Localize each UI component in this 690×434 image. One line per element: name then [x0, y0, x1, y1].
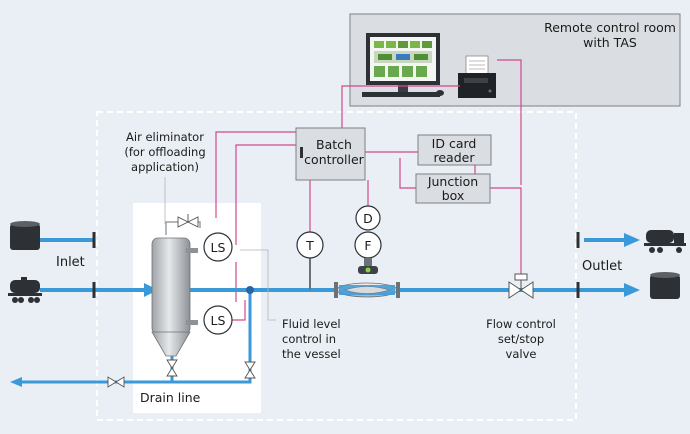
batch-controller-line2: controller	[304, 152, 364, 167]
level-switch-bottom: LS	[203, 305, 233, 335]
junction-box: Junction box	[415, 173, 491, 204]
flow-control-line2: set/stop	[498, 332, 544, 346]
site-boundary	[96, 111, 577, 421]
vent-valve-icon	[165, 214, 201, 235]
air-eliminator-line2: (for offloading	[124, 145, 205, 159]
inlet-label: Inlet	[56, 255, 85, 270]
density-sensor: D	[355, 205, 381, 231]
outlet-storage-tank-icon	[650, 272, 680, 299]
flow-control-line3: valve	[506, 347, 537, 361]
signal-lines	[215, 59, 522, 321]
junction-box-line2: box	[442, 188, 465, 203]
drain-line-label: Drain line	[140, 390, 201, 405]
level-switch-top: LS	[203, 232, 233, 262]
air-eliminator-line1: Air eliminator	[126, 130, 204, 144]
drain-valve-3-icon	[107, 376, 125, 388]
flowmeter-icon	[334, 258, 400, 298]
density-sensor-label: D	[363, 211, 373, 226]
fluid-level-line2: control in	[282, 332, 336, 346]
pipe-flanges	[92, 232, 580, 298]
remote-room-title: Remote control room	[544, 20, 676, 35]
flow-sensor-label: F	[364, 238, 371, 253]
rail-tank-car-icon	[8, 277, 42, 303]
id-card-reader: ID card reader	[417, 134, 492, 166]
fluid-level-line3: the vessel	[282, 347, 341, 361]
junction-node	[246, 286, 254, 294]
control-valve-icon	[508, 273, 534, 299]
temperature-sensor: T	[296, 231, 324, 290]
flow-sensor: F	[354, 231, 382, 259]
drain-valve-1-icon	[166, 359, 178, 377]
fluid-level-leader	[240, 249, 276, 321]
computer-monitor-icon	[362, 33, 444, 97]
junction-box-line1: Junction	[427, 174, 478, 189]
outlet-label: Outlet	[582, 259, 622, 274]
remote-control-room: Remote control room with TAS	[349, 13, 681, 107]
temperature-sensor-label: T	[305, 238, 314, 253]
level-switch-bottom-label: LS	[211, 313, 226, 328]
fluid-level-line1: Fluid level	[282, 317, 341, 331]
drain-valve-2-icon	[244, 361, 256, 379]
storage-tank-icon	[10, 221, 40, 250]
air-eliminator-line3: application)	[131, 160, 199, 174]
remote-room-subtitle: with TAS	[583, 35, 637, 50]
pipes	[10, 233, 640, 387]
id-card-reader-line1: ID card	[432, 136, 477, 151]
batch-controller-line1: Batch	[316, 137, 352, 152]
level-switch-top-label: LS	[211, 240, 226, 255]
tank-truck-icon	[644, 230, 686, 253]
printer-icon	[458, 55, 496, 98]
batch-controller: Batch controller	[295, 127, 366, 181]
id-card-reader-line2: reader	[434, 150, 476, 165]
vessel-icon	[151, 237, 198, 357]
flow-control-line1: Flow control	[486, 317, 556, 331]
